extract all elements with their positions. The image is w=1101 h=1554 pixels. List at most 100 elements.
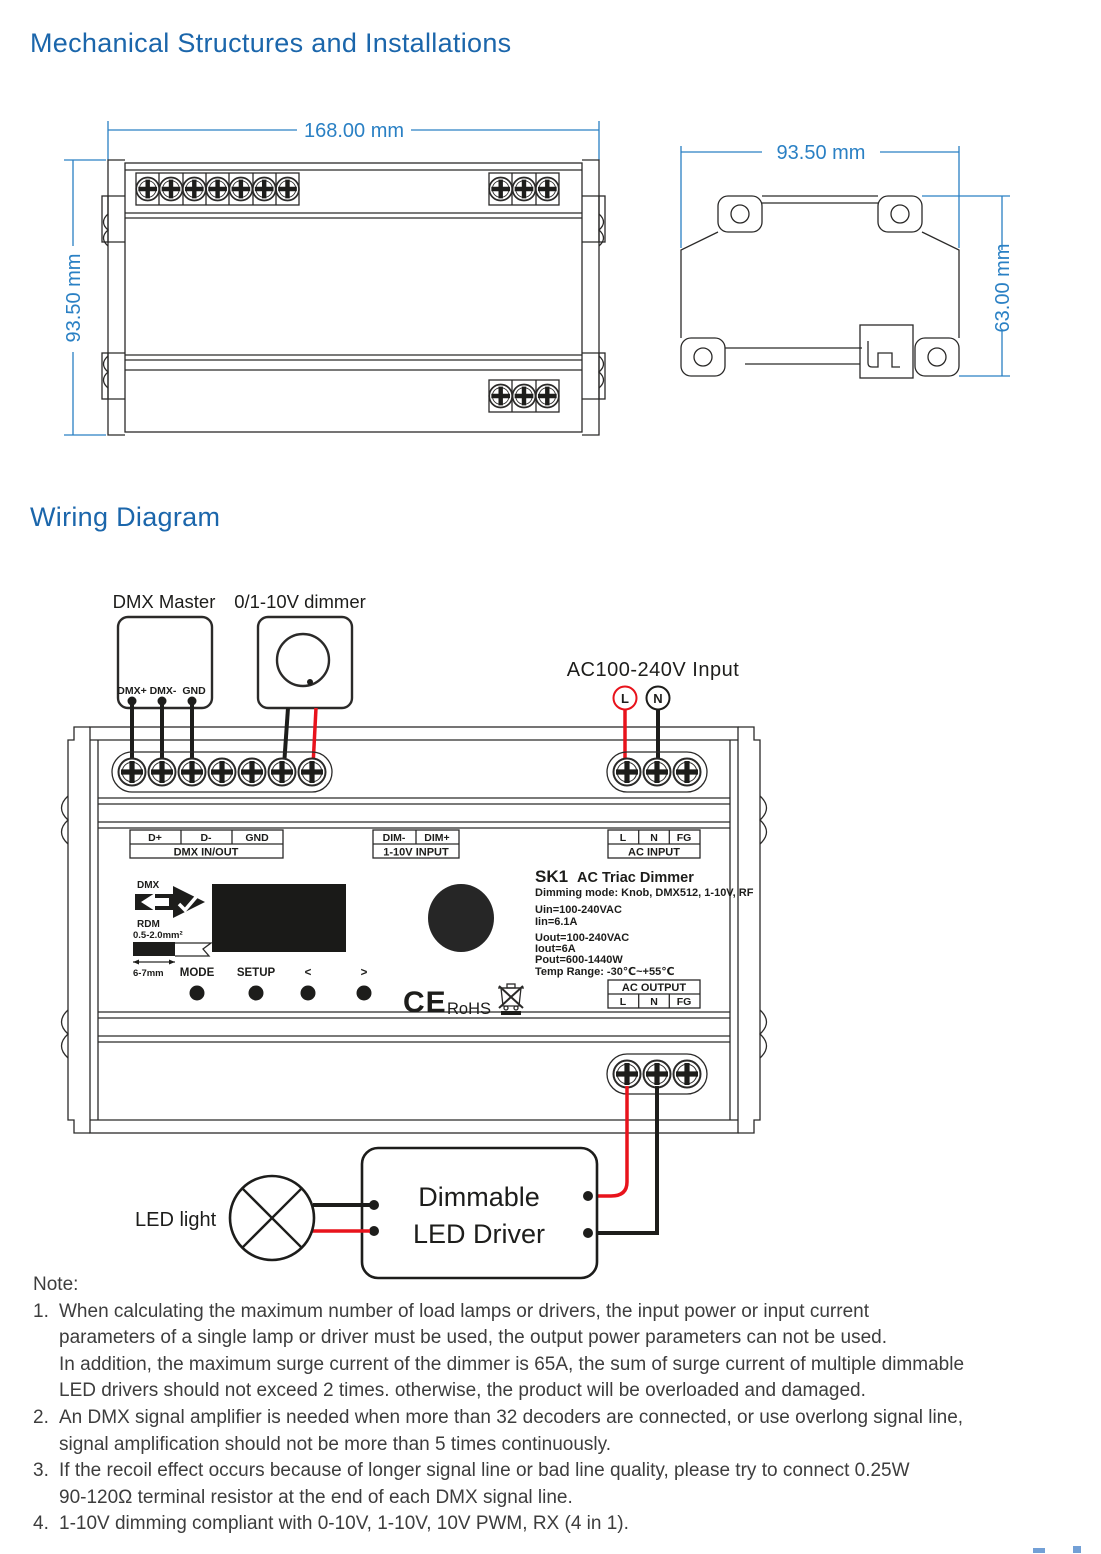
device-faceplate: D+ D- GND DMX IN/OUT DIM- DIM+ 1-10V INP… [129,829,754,1019]
gnd-pin-label: GND [182,685,206,697]
strip-length-label: 6-7mm [133,968,164,979]
note-number: 2. [33,1406,49,1428]
spec-iin: Iin=6.1A [535,916,578,928]
driver-label-line1: Dimmable [418,1182,540,1212]
analog-dimmer-title: 0/1-10V dimmer [234,591,366,612]
model-name: SK1 [535,867,568,886]
spec-temp-range: Temp Range: -30℃~+55℃ [535,966,675,978]
footer-cropped-text [1073,1546,1081,1553]
driver-label-line2: LED Driver [413,1219,545,1249]
acout-n-cell: N [650,996,658,1008]
din-rails [98,797,730,1043]
front-height-label: 93.50 mm [63,254,85,343]
dim-minus-cell: DIM- [383,832,406,844]
note-line: If the recoil effect occurs because of l… [59,1460,910,1482]
note-item-3: 3. If the recoil effect occurs because o… [33,1458,1083,1511]
acin-n-cell: N [650,832,658,844]
note-line: An DMX signal amplifier is needed when m… [59,1406,964,1428]
gnd-cell: GND [245,832,269,844]
dim-plus-cell: DIM+ [424,832,449,844]
weee-bin-icon [498,983,524,1015]
dmx-minus-pin-label: DMX- [150,685,177,697]
left-button-label: < [305,967,312,979]
right-button-label: > [361,967,368,979]
dim-input-caption: 1-10V INPUT [383,847,449,859]
note-line: In addition, the maximum surge current o… [59,1353,965,1375]
setup-button[interactable] [248,985,264,1001]
mode-button-label: MODE [180,967,215,979]
dmx-plus-pin-label: DMX+ [117,685,146,697]
note-line: signal amplification should not be more … [59,1433,612,1455]
front-view-dimensions: 168.00 mm 93.50 mm [63,120,600,436]
output-neutral-wire [592,1086,659,1235]
side-view: 93.50 mm 63.00 mm [680,142,1014,379]
note-number: 1. [33,1300,49,1322]
acout-l-cell: L [620,996,627,1008]
led-display [212,884,346,952]
dimmer-knob-icon [275,632,331,688]
right-button[interactable] [356,985,372,1001]
note-line: When calculating the maximum number of l… [59,1300,869,1322]
led-light: LED light [135,1174,370,1262]
dplus-cell: D+ [148,832,162,844]
ac-input-caption: AC INPUT [628,847,680,859]
note-item-1: 1. When calculating the maximum number o… [33,1299,1083,1405]
mains-input: AC100-240V Input L N [567,659,740,766]
setup-button-label: SETUP [237,967,276,979]
front-view: 168.00 mm 93.50 mm [63,120,606,436]
side-view-device [680,195,960,379]
note-item-4: 4. 1-10V dimming compliant with 0-10V, 1… [33,1511,1083,1538]
note-number: 4. [33,1513,49,1535]
dim-plus-wire [311,707,318,767]
ce-mark-icon: CE [403,986,447,1019]
acin-l-cell: L [620,832,627,844]
dminus-cell: D- [200,832,212,844]
live-label: L [621,691,629,706]
spec-dimming-mode: Dimming mode: Knob, DMX512, 1-10V, RF [535,887,754,899]
side-width-label: 93.50 mm [777,142,866,164]
mode-button[interactable] [189,985,205,1001]
front-width-label: 168.00 mm [304,120,404,142]
led-light-label: LED light [135,1209,217,1231]
buttons: MODE SETUP < > [180,967,372,1001]
left-button[interactable] [300,985,316,1001]
wiring-diagram: DMX Master DMX+ DMX- GND 0/1-10V dimmer … [60,591,768,1280]
knob[interactable] [428,884,494,952]
live-terminal-icon [612,685,638,711]
notes-title: Note: [33,1274,79,1295]
dmx-master-title: DMX Master [113,591,216,612]
front-view-device [101,159,606,436]
note-number: 3. [33,1460,49,1482]
dmx-io-table: D+ D- GND DMX IN/OUT [129,829,284,859]
acin-fg-cell: FG [677,832,692,844]
spec-uout: Uout=100-240VAC [535,932,629,944]
note-line: LED drivers should not exceed 2 times. o… [59,1380,866,1402]
side-view-dimensions: 93.50 mm 63.00 mm [680,142,1014,377]
section-title-wiring: Wiring Diagram [30,502,221,532]
section-title-mechanical: Mechanical Structures and Installations [30,28,512,58]
notes-section: Note: 1. When calculating the maximum nu… [33,1272,1083,1538]
mechanical-drawings: 168.00 mm 93.50 mm [63,120,1014,436]
model-type: AC Triac Dimmer [577,870,694,886]
led-driver: Dimmable LED Driver [360,1146,599,1280]
wire-size-label: 0.5-2.0mm² [133,930,183,941]
mains-title: AC100-240V Input [567,659,740,681]
footer-cropped-text [1033,1548,1045,1553]
neutral-label: N [653,691,662,706]
wire-gauge-icon: 0.5-2.0mm² 6-7mm [133,930,213,979]
dim-input-table: DIM- DIM+ 1-10V INPUT [372,829,460,859]
dmx-master: DMX Master DMX+ DMX- GND [113,591,216,766]
rdm-icon-label: RDM [137,919,160,930]
note-item-2: 2. An DMX signal amplifier is needed whe… [33,1405,1083,1458]
ac-output-table: AC OUTPUT L N FG [607,979,701,1009]
dmx-io-caption: DMX IN/OUT [174,847,239,859]
dmx-icon-label: DMX [137,880,160,891]
analog-dimmer: 0/1-10V dimmer [234,591,366,767]
rohs-label: RoHS [447,1000,491,1018]
ac-output-caption: AC OUTPUT [622,982,686,994]
ac-input-table: L N FG AC INPUT [607,829,701,859]
triac-dimmer-device [60,726,768,1134]
device-terminals [111,751,708,1095]
spec-uin: Uin=100-240VAC [535,904,622,916]
